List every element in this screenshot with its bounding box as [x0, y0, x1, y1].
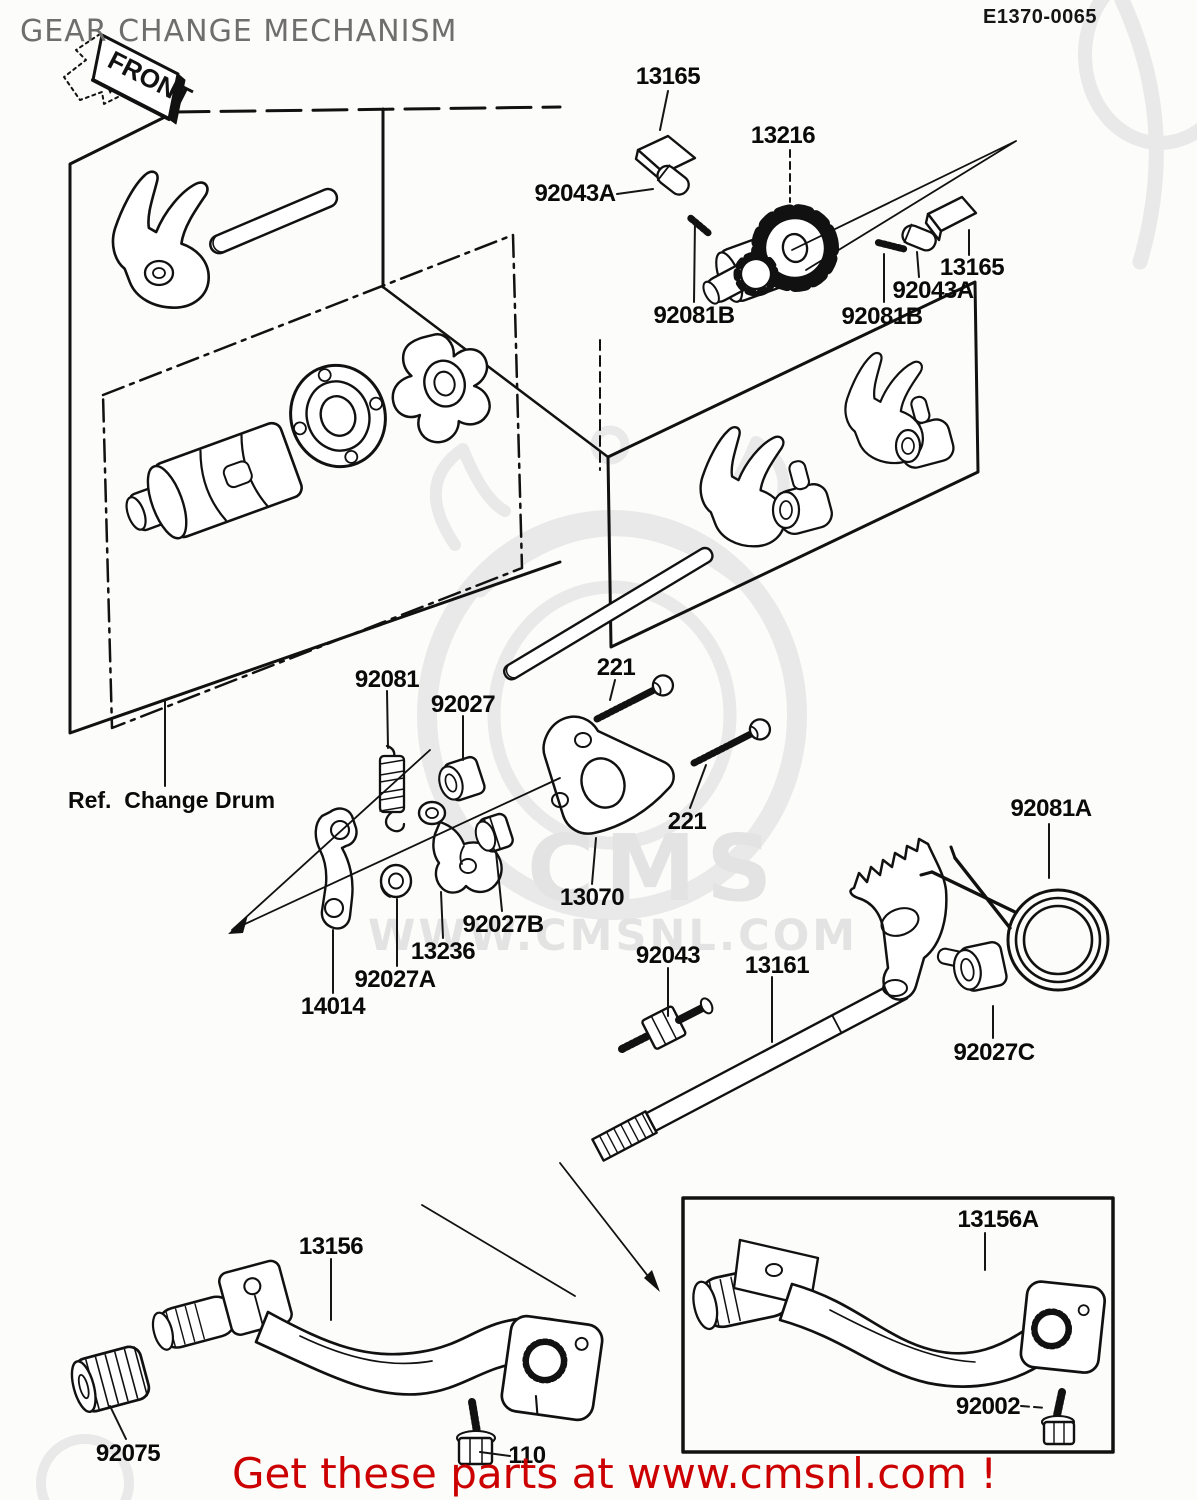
gear-pedal-13156	[151, 1259, 604, 1422]
spring-pin-left	[687, 214, 713, 238]
inner-change-drum-box	[101, 233, 524, 730]
pin-92043a-right	[901, 223, 937, 252]
part-label-110: 110	[508, 1442, 546, 1469]
reference-note: Ref. Change Drum	[68, 787, 276, 813]
part-label-13216: 13216	[750, 122, 816, 149]
watermark-logo-text: CMS	[527, 815, 782, 922]
part-label-92081a: 92081A	[1010, 795, 1092, 822]
part-label-13165-right: 13165	[939, 254, 1005, 281]
bushing-92027b	[474, 812, 514, 853]
part-label-13156: 13156	[298, 1233, 364, 1260]
part-label-221-upper: 221	[596, 654, 636, 681]
spring-pin-right	[874, 239, 908, 253]
fork-rod-2	[502, 546, 714, 681]
part-label-92043a-right: 92043A	[892, 277, 974, 304]
part-label-92027a: 92027A	[354, 966, 436, 993]
part-label-13236: 13236	[410, 938, 476, 965]
ball-bearing	[289, 363, 387, 469]
bushing-92027	[438, 755, 486, 802]
pawl-lever-13236	[417, 800, 503, 894]
part-label-92043: 92043	[635, 942, 701, 969]
cms-watermark: CMS WWW.CMSNL.COM	[36, 0, 1197, 1500]
pedal-option-box	[681, 1196, 1115, 1454]
part-label-92027b: 92027B	[462, 911, 544, 938]
part-label-92027: 92027	[430, 691, 496, 718]
gear-positioner-assembly	[702, 204, 839, 305]
part-label-92027c: 92027C	[953, 1039, 1035, 1066]
torsion-spring-92081a	[919, 845, 1110, 992]
part-label-221-lower: 221	[667, 808, 707, 835]
fork-rod-1	[209, 187, 339, 255]
part-label-14014: 14014	[300, 993, 366, 1020]
pin-92043a-left	[656, 164, 690, 196]
diagram-code: E1370-0065	[983, 6, 1097, 28]
shift-shaft-13161	[591, 979, 909, 1162]
direction-arrows	[228, 140, 1017, 1297]
panel-outlines	[68, 105, 1115, 1454]
shim-wedge-right	[924, 195, 978, 242]
front-direction-flag: FRONT	[63, 33, 197, 125]
page-title: GEAR CHANGE MECHANISM	[20, 14, 458, 49]
part-label-92081b-right: 92081B	[841, 303, 923, 330]
bushing-92027c	[952, 941, 1008, 992]
part-label-13161: 13161	[744, 952, 810, 979]
part-label-13165-top: 13165	[635, 63, 701, 90]
overshift-limiter-13070	[542, 715, 675, 835]
gear-pedal-13156a	[692, 1238, 1107, 1388]
part-label-92081b-left: 92081B	[653, 302, 735, 329]
part-label-13156a: 13156A	[957, 1206, 1039, 1233]
washer-92027a	[379, 863, 413, 899]
pedal-rubber-92075	[70, 1345, 151, 1413]
shift-cam-plate	[391, 333, 491, 444]
promo-banner[interactable]: Get these parts at www.cmsnl.com !	[232, 1449, 998, 1498]
part-label-13070: 13070	[559, 884, 625, 911]
change-drum	[125, 421, 303, 540]
bolt-92043	[618, 997, 714, 1053]
watermark-url-text: WWW.CMSNL.COM	[368, 911, 858, 961]
bolt-92002	[1040, 1388, 1076, 1446]
shift-arm-sector	[849, 837, 965, 1001]
part-label-92081: 92081	[354, 666, 420, 693]
return-spring-92081	[378, 744, 406, 833]
part-label-92002: 92002	[955, 1393, 1021, 1420]
part-label-92043a-left: 92043A	[534, 180, 616, 207]
shift-fork-3	[844, 351, 955, 469]
lever-arm-14014	[314, 807, 358, 930]
right-fork-panel	[606, 280, 980, 649]
shift-fork-1	[111, 170, 211, 309]
shift-fork-2	[699, 426, 833, 548]
bolt-110	[455, 1398, 497, 1466]
part-label-92075: 92075	[95, 1440, 161, 1467]
leader-lines	[109, 90, 1050, 1457]
